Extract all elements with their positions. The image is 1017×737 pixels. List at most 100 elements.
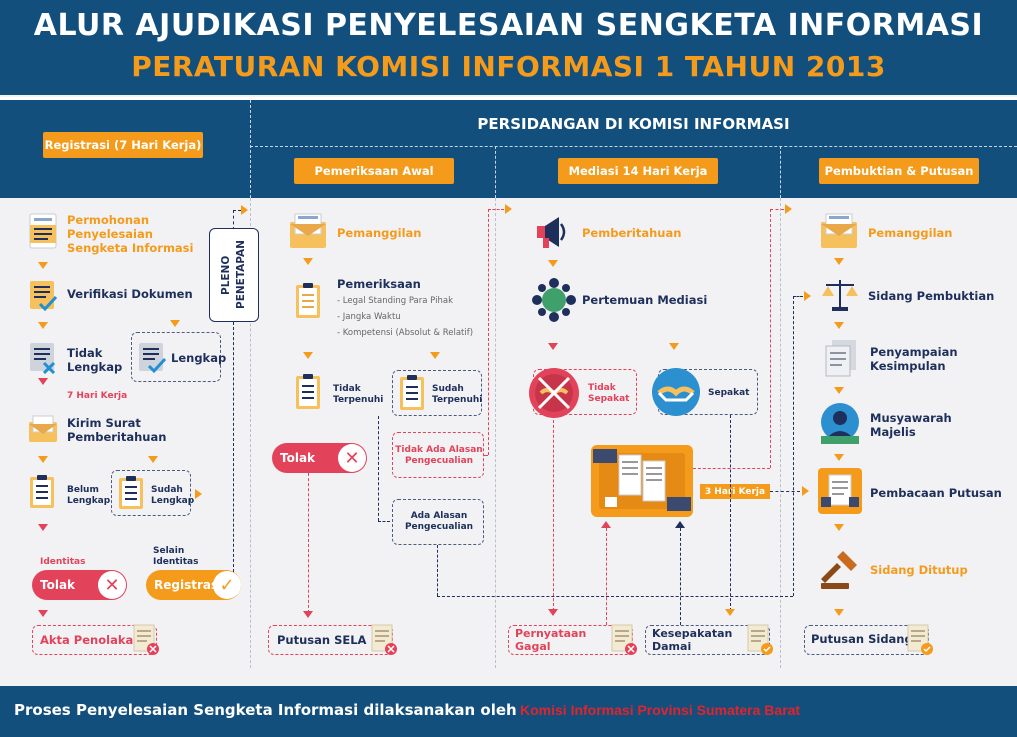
document-reject-icon [133, 624, 159, 655]
arrow-up [675, 521, 685, 528]
sudah-lengkap-label: Sudah Lengkap [151, 485, 195, 506]
envelope-icon [29, 415, 57, 442]
document-check-icon [30, 281, 58, 312]
lengkap-box [131, 332, 221, 382]
pemberitahuan-label: Pemberitahuan [582, 226, 682, 240]
tidak-lengkap-label: Tidak Lengkap [67, 346, 123, 374]
connector [770, 209, 784, 210]
column-divider [495, 198, 496, 668]
kesepakatan-damai-label: Kesepakatan Damai [652, 627, 733, 653]
page-title: ALUR AJUDIKASI PENYELESAIAN SENGKETA INF… [33, 8, 984, 43]
mediasi-heading: Mediasi 14 Hari Kerja [558, 158, 718, 184]
belum-lengkap-label: Belum Lengkap [67, 485, 111, 506]
connector [488, 209, 504, 210]
envelope-icon [290, 213, 326, 248]
band-divider [780, 146, 781, 198]
pernyataan-gagal-label: Pernyataan Gagal [515, 627, 587, 653]
arrow-down [548, 609, 558, 616]
tidak-sepakat-label: Tidak Sepakat [588, 383, 630, 404]
close-icon: ✕ [338, 444, 366, 472]
connector [793, 296, 794, 596]
pertemuan-label: Pertemuan Mediasi [582, 293, 708, 307]
pemeriksaan-label: Pemeriksaan [337, 277, 421, 291]
arrow-right [241, 205, 248, 215]
pembacaan-label: Pembacaan Putusan [870, 486, 1002, 500]
connector [606, 528, 607, 625]
envelope-icon [821, 213, 857, 248]
pemeriksaan-detail-1: - Legal Standing Para Pihak [337, 296, 453, 306]
tiga-hari-label: 3 Hari Kerja [700, 484, 770, 499]
megaphone-icon [537, 217, 566, 248]
header-banner [0, 0, 1017, 95]
penyampaian-label: Penyampaian Kesimpulan [870, 345, 958, 373]
arrow-down [38, 262, 48, 269]
sudah-lengkap-box [111, 470, 191, 516]
pemeriksaan-detail-3: - Kompetensi (Absolut & Relatif) [337, 328, 474, 338]
akta-penolakan-label: Akta Penolakan [40, 633, 142, 647]
connector [437, 545, 438, 596]
arrow-down [725, 609, 735, 616]
registrasi-label: Registrasi [154, 578, 223, 592]
sepakat-label: Sepakat [708, 388, 750, 398]
arrow-down [834, 524, 844, 531]
ada-alasan-label: Ada Alasan Pengecualian [404, 511, 474, 532]
arrow-down [38, 378, 48, 385]
column-divider [250, 198, 251, 668]
musyawarah-label: Musyawarah Majelis [870, 411, 952, 439]
tidak-ada-alasan-label: Tidak Ada Alasan Pengecualian [395, 445, 483, 466]
document-check-icon [139, 343, 167, 374]
permohonan-label: Permohonan Penyelesaian Sengketa Informa… [67, 213, 194, 255]
connector [693, 468, 770, 469]
arrow-down [430, 352, 440, 359]
document-approved-icon [747, 624, 773, 655]
pemanggilan-label: Pemanggilan [337, 226, 422, 240]
connector [308, 473, 309, 613]
putusan-sela-label: Putusan SELA [277, 633, 367, 647]
clipboard-icon [119, 476, 143, 509]
arrow-down [38, 524, 48, 531]
kesepakatan-damai-box [645, 625, 770, 655]
arrow-right [804, 291, 811, 301]
arrow-down [148, 456, 158, 463]
document-reject-icon [611, 624, 637, 655]
lengkap-label: Lengkap [171, 351, 227, 365]
reading-verdict-icon [818, 468, 862, 514]
arrow-down [548, 260, 558, 267]
document-approved-icon [907, 624, 933, 655]
band-divider [250, 146, 1017, 147]
scales-icon [822, 280, 858, 311]
hari-kerja-label: 7 Hari Kerja [67, 391, 128, 401]
arrow-down [38, 610, 48, 617]
connector [233, 210, 234, 230]
sudah-terpenuhi-label: Sudah Terpenuhi [432, 384, 483, 405]
arrow-down [303, 258, 313, 265]
arrow-down [38, 456, 48, 463]
connector [437, 596, 793, 597]
arrow-up [601, 521, 611, 528]
ada-alasan-box [392, 499, 484, 545]
arrow-down [170, 320, 180, 327]
gavel-icon [821, 551, 857, 589]
clipboard-icon [296, 374, 320, 409]
footer-banner [0, 686, 1017, 737]
pleno-box [209, 228, 259, 322]
putusan-sidang-label: Putusan Sidang [811, 632, 913, 646]
arrow-down [548, 343, 558, 350]
close-icon: ✕ [98, 571, 126, 599]
arrow-down [834, 609, 844, 616]
arrow-down [669, 343, 679, 350]
tidak-terpenuhi-label: Tidak Terpenuhi [333, 384, 384, 405]
connector [484, 455, 488, 456]
sidang-pembuktian-label: Sidang Pembuktian [868, 289, 995, 303]
band-divider [495, 146, 496, 198]
akta-penolakan-box [32, 625, 157, 655]
connector [233, 322, 234, 572]
arrow-right [802, 486, 809, 496]
arrow-right [195, 489, 202, 499]
sidang-ditutup-label: Sidang Ditutup [870, 563, 968, 577]
pemanggilan-label: Pemanggilan [868, 226, 953, 240]
arrow-right [785, 204, 792, 214]
connector [770, 491, 800, 492]
page-subtitle: PERATURAN KOMISI INFORMASI 1 TAHUN 2013 [131, 50, 886, 83]
column-divider [780, 198, 781, 668]
